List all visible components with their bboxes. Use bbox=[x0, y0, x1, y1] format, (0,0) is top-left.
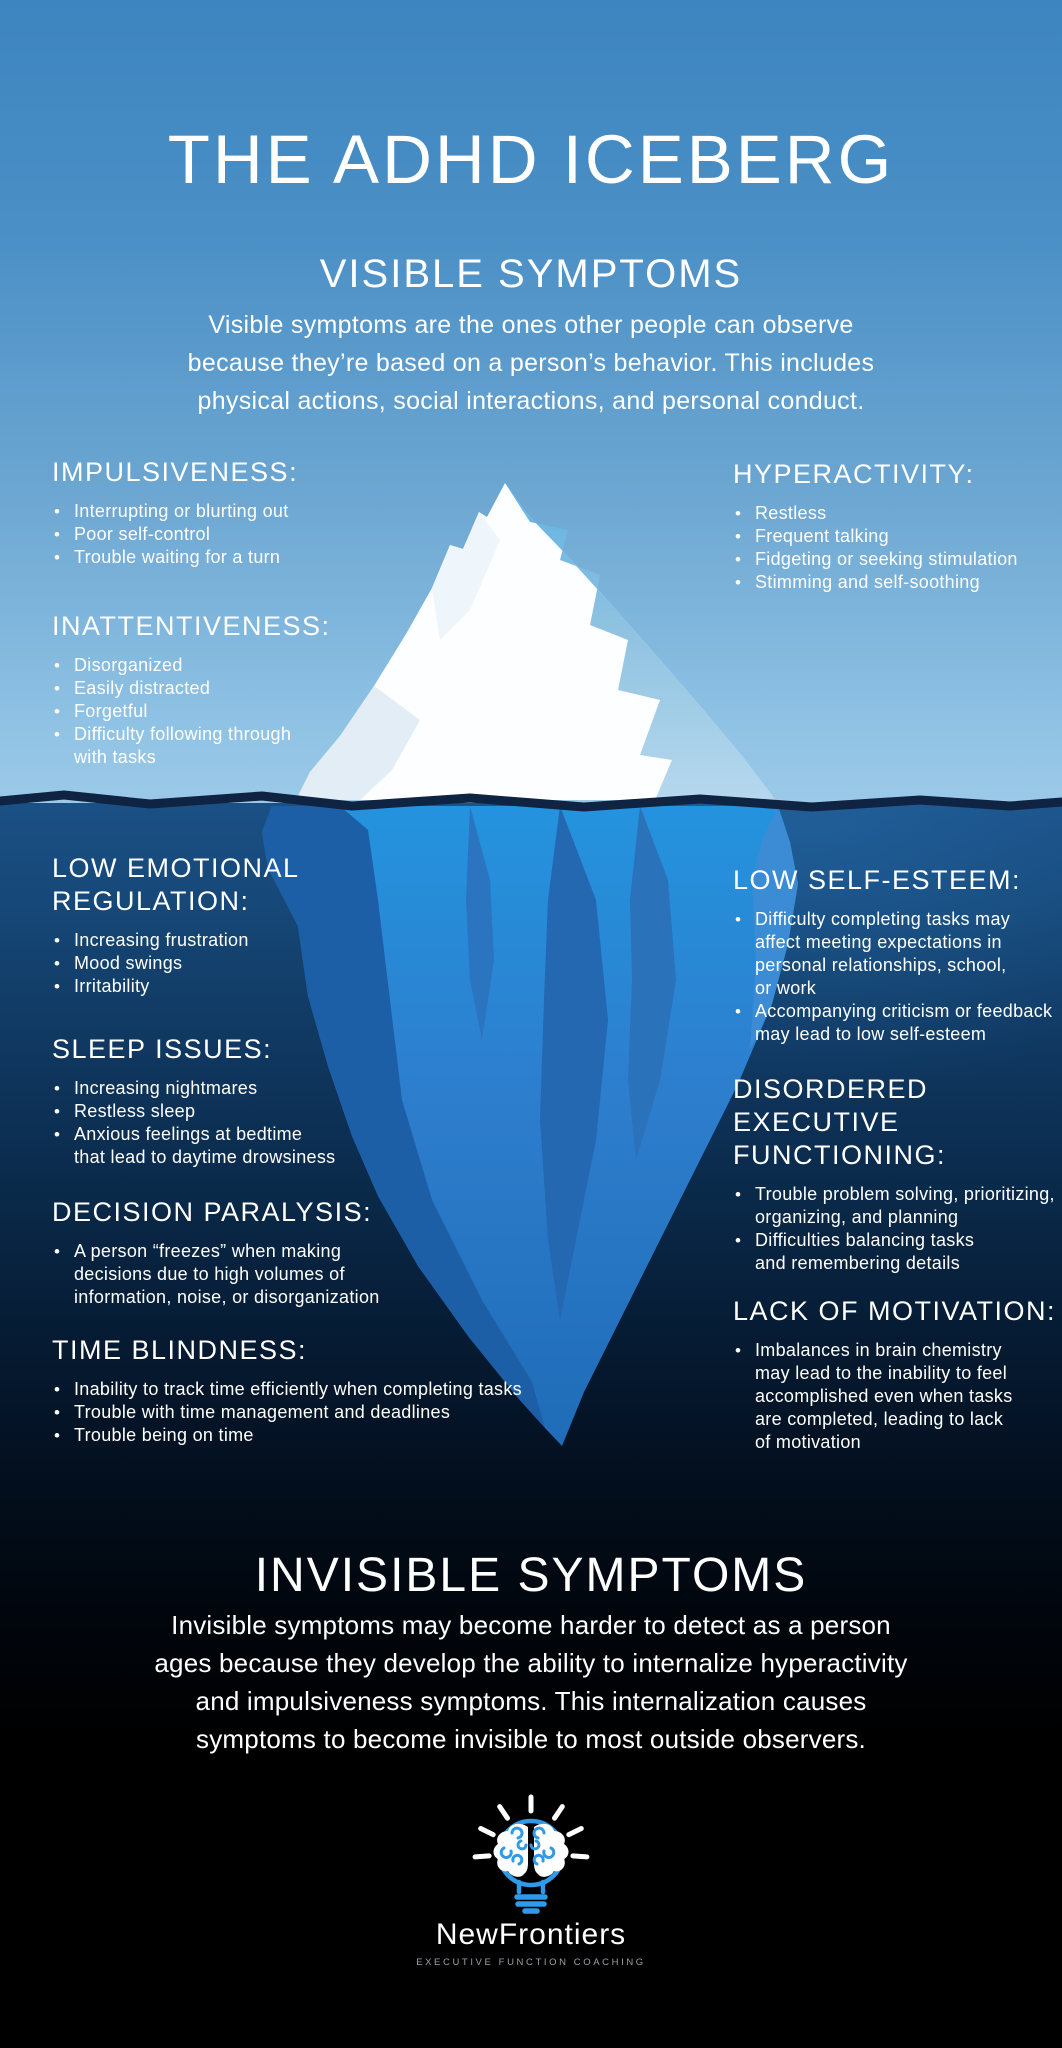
sleep-issues-list: Increasing nightmares Restless sleep Anx… bbox=[52, 1077, 677, 1169]
list-item: Easily distracted bbox=[52, 677, 432, 700]
brain-right-lobe bbox=[534, 1823, 569, 1877]
hyperactivity-list: Restless Frequent talking Fidgeting or s… bbox=[733, 502, 1058, 594]
section-low-emotional-regulation: LOW EMOTIONAL REGULATION: Increasing fru… bbox=[52, 852, 677, 998]
waterline bbox=[0, 790, 1062, 812]
list-item: Restless sleep bbox=[52, 1100, 677, 1123]
section-sleep-issues: SLEEP ISSUES: Increasing nightmares Rest… bbox=[52, 1033, 677, 1169]
list-item: Mood swings bbox=[52, 952, 677, 975]
section-hyperactivity: HYPERACTIVITY: Restless Frequent talking… bbox=[733, 458, 1058, 594]
list-item: Trouble waiting for a turn bbox=[52, 546, 432, 569]
iceberg-right-face bbox=[505, 483, 775, 800]
list-item: Difficulty completing tasks may affect m… bbox=[733, 908, 1062, 1000]
brand-tagline: EXECUTIVE FUNCTION COACHING bbox=[416, 1957, 646, 1968]
invisible-symptoms-heading: INVISIBLE SYMPTOMS bbox=[254, 1548, 808, 1602]
list-item: Trouble being on time bbox=[52, 1424, 677, 1447]
visible-symptoms-heading: VISIBLE SYMPTOMS bbox=[319, 252, 743, 297]
section-low-self-esteem: LOW SELF-ESTEEM: Difficulty completing t… bbox=[733, 864, 1062, 1046]
invisible-left-column: LOW EMOTIONAL REGULATION: Increasing fru… bbox=[52, 852, 677, 1447]
iceberg-ridge-facet bbox=[432, 512, 500, 640]
list-item: Inability to track time efficiently when… bbox=[52, 1378, 677, 1401]
brain-lightbulb-icon bbox=[472, 1794, 590, 1914]
low-self-esteem-list: Difficulty completing tasks may affect m… bbox=[733, 908, 1062, 1046]
list-item: Trouble with time management and deadlin… bbox=[52, 1401, 677, 1424]
inattentiveness-list: Disorganized Easily distracted Forgetful… bbox=[52, 654, 432, 769]
list-item: Difficulty following through with tasks bbox=[52, 723, 432, 769]
light-rays-icon bbox=[472, 1794, 590, 1860]
list-item: Frequent talking bbox=[733, 525, 1058, 548]
disordered-executive-functioning-heading: DISORDERED EXECUTIVE FUNCTIONING: bbox=[733, 1074, 946, 1170]
impulsiveness-list: Interrupting or blurting out Poor self-c… bbox=[52, 500, 432, 569]
list-item: Fidgeting or seeking stimulation bbox=[733, 548, 1058, 571]
invisible-right-column: LOW SELF-ESTEEM: Difficulty completing t… bbox=[733, 864, 1062, 1454]
brain-curls bbox=[499, 1826, 556, 1866]
decision-paralysis-heading: DECISION PARALYSIS: bbox=[52, 1197, 373, 1227]
list-item: Accompanying criticism or feedback may l… bbox=[733, 1000, 1062, 1046]
time-blindness-heading: TIME BLINDNESS: bbox=[52, 1335, 308, 1365]
list-item: Difficulties balancing tasks and remembe… bbox=[733, 1229, 1062, 1275]
low-self-esteem-heading: LOW SELF-ESTEEM: bbox=[733, 865, 1022, 895]
list-item: Forgetful bbox=[52, 700, 432, 723]
list-item: Poor self-control bbox=[52, 523, 432, 546]
list-item: A person “freezes” when making decisions… bbox=[52, 1240, 677, 1309]
list-item: Disorganized bbox=[52, 654, 432, 677]
list-item: Increasing frustration bbox=[52, 929, 677, 952]
section-time-blindness: TIME BLINDNESS: Inability to track time … bbox=[52, 1334, 677, 1447]
bulb-base bbox=[514, 1894, 548, 1914]
hyperactivity-heading: HYPERACTIVITY: bbox=[733, 459, 975, 489]
visible-symptoms-description: Visible symptoms are the ones other peop… bbox=[187, 311, 875, 415]
low-emotional-regulation-heading: LOW EMOTIONAL REGULATION: bbox=[52, 853, 300, 916]
section-lack-of-motivation: LACK OF MOTIVATION: Imbalances in brain … bbox=[733, 1295, 1062, 1454]
list-item: Restless bbox=[733, 502, 1058, 525]
low-emotional-regulation-list: Increasing frustration Mood swings Irrit… bbox=[52, 929, 677, 998]
list-item: Imbalances in brain chemistry may lead t… bbox=[733, 1339, 1062, 1454]
visible-left-column: IMPULSIVENESS: Interrupting or blurting … bbox=[52, 456, 432, 769]
bulb-neck bbox=[516, 1879, 546, 1895]
list-item: Interrupting or blurting out bbox=[52, 500, 432, 523]
list-item: Anxious feelings at bedtime that lead to… bbox=[52, 1123, 677, 1169]
inattentiveness-heading: INATTENTIVENESS: bbox=[52, 611, 331, 641]
sleep-issues-heading: SLEEP ISSUES: bbox=[52, 1034, 273, 1064]
list-item: Increasing nightmares bbox=[52, 1077, 677, 1100]
section-decision-paralysis: DECISION PARALYSIS: A person “freezes” w… bbox=[52, 1196, 677, 1309]
disordered-executive-functioning-list: Trouble problem solving, prioritizing, o… bbox=[733, 1183, 1062, 1275]
list-item: Trouble problem solving, prioritizing, o… bbox=[733, 1183, 1062, 1229]
lack-of-motivation-list: Imbalances in brain chemistry may lead t… bbox=[733, 1339, 1062, 1454]
visible-right-column: HYPERACTIVITY: Restless Frequent talking… bbox=[733, 458, 1058, 594]
time-blindness-list: Inability to track time efficiently when… bbox=[52, 1378, 677, 1447]
section-impulsiveness: IMPULSIVENESS: Interrupting or blurting … bbox=[52, 456, 432, 569]
page-title: THE ADHD ICEBERG bbox=[167, 121, 895, 199]
section-inattentiveness: INATTENTIVENESS: Disorganized Easily dis… bbox=[52, 610, 432, 769]
section-disordered-executive-functioning: DISORDERED EXECUTIVE FUNCTIONING: Troubl… bbox=[733, 1073, 1062, 1275]
lack-of-motivation-heading: LACK OF MOTIVATION: bbox=[733, 1296, 1057, 1326]
invisible-symptoms-description: Invisible symptoms may become harder to … bbox=[154, 1610, 908, 1754]
impulsiveness-heading: IMPULSIVENESS: bbox=[52, 457, 299, 487]
list-item: Irritability bbox=[52, 975, 677, 998]
decision-paralysis-list: A person “freezes” when making decisions… bbox=[52, 1240, 677, 1309]
brand-name: NewFrontiers bbox=[435, 1918, 627, 1951]
list-item: Stimming and self-soothing bbox=[733, 571, 1058, 594]
